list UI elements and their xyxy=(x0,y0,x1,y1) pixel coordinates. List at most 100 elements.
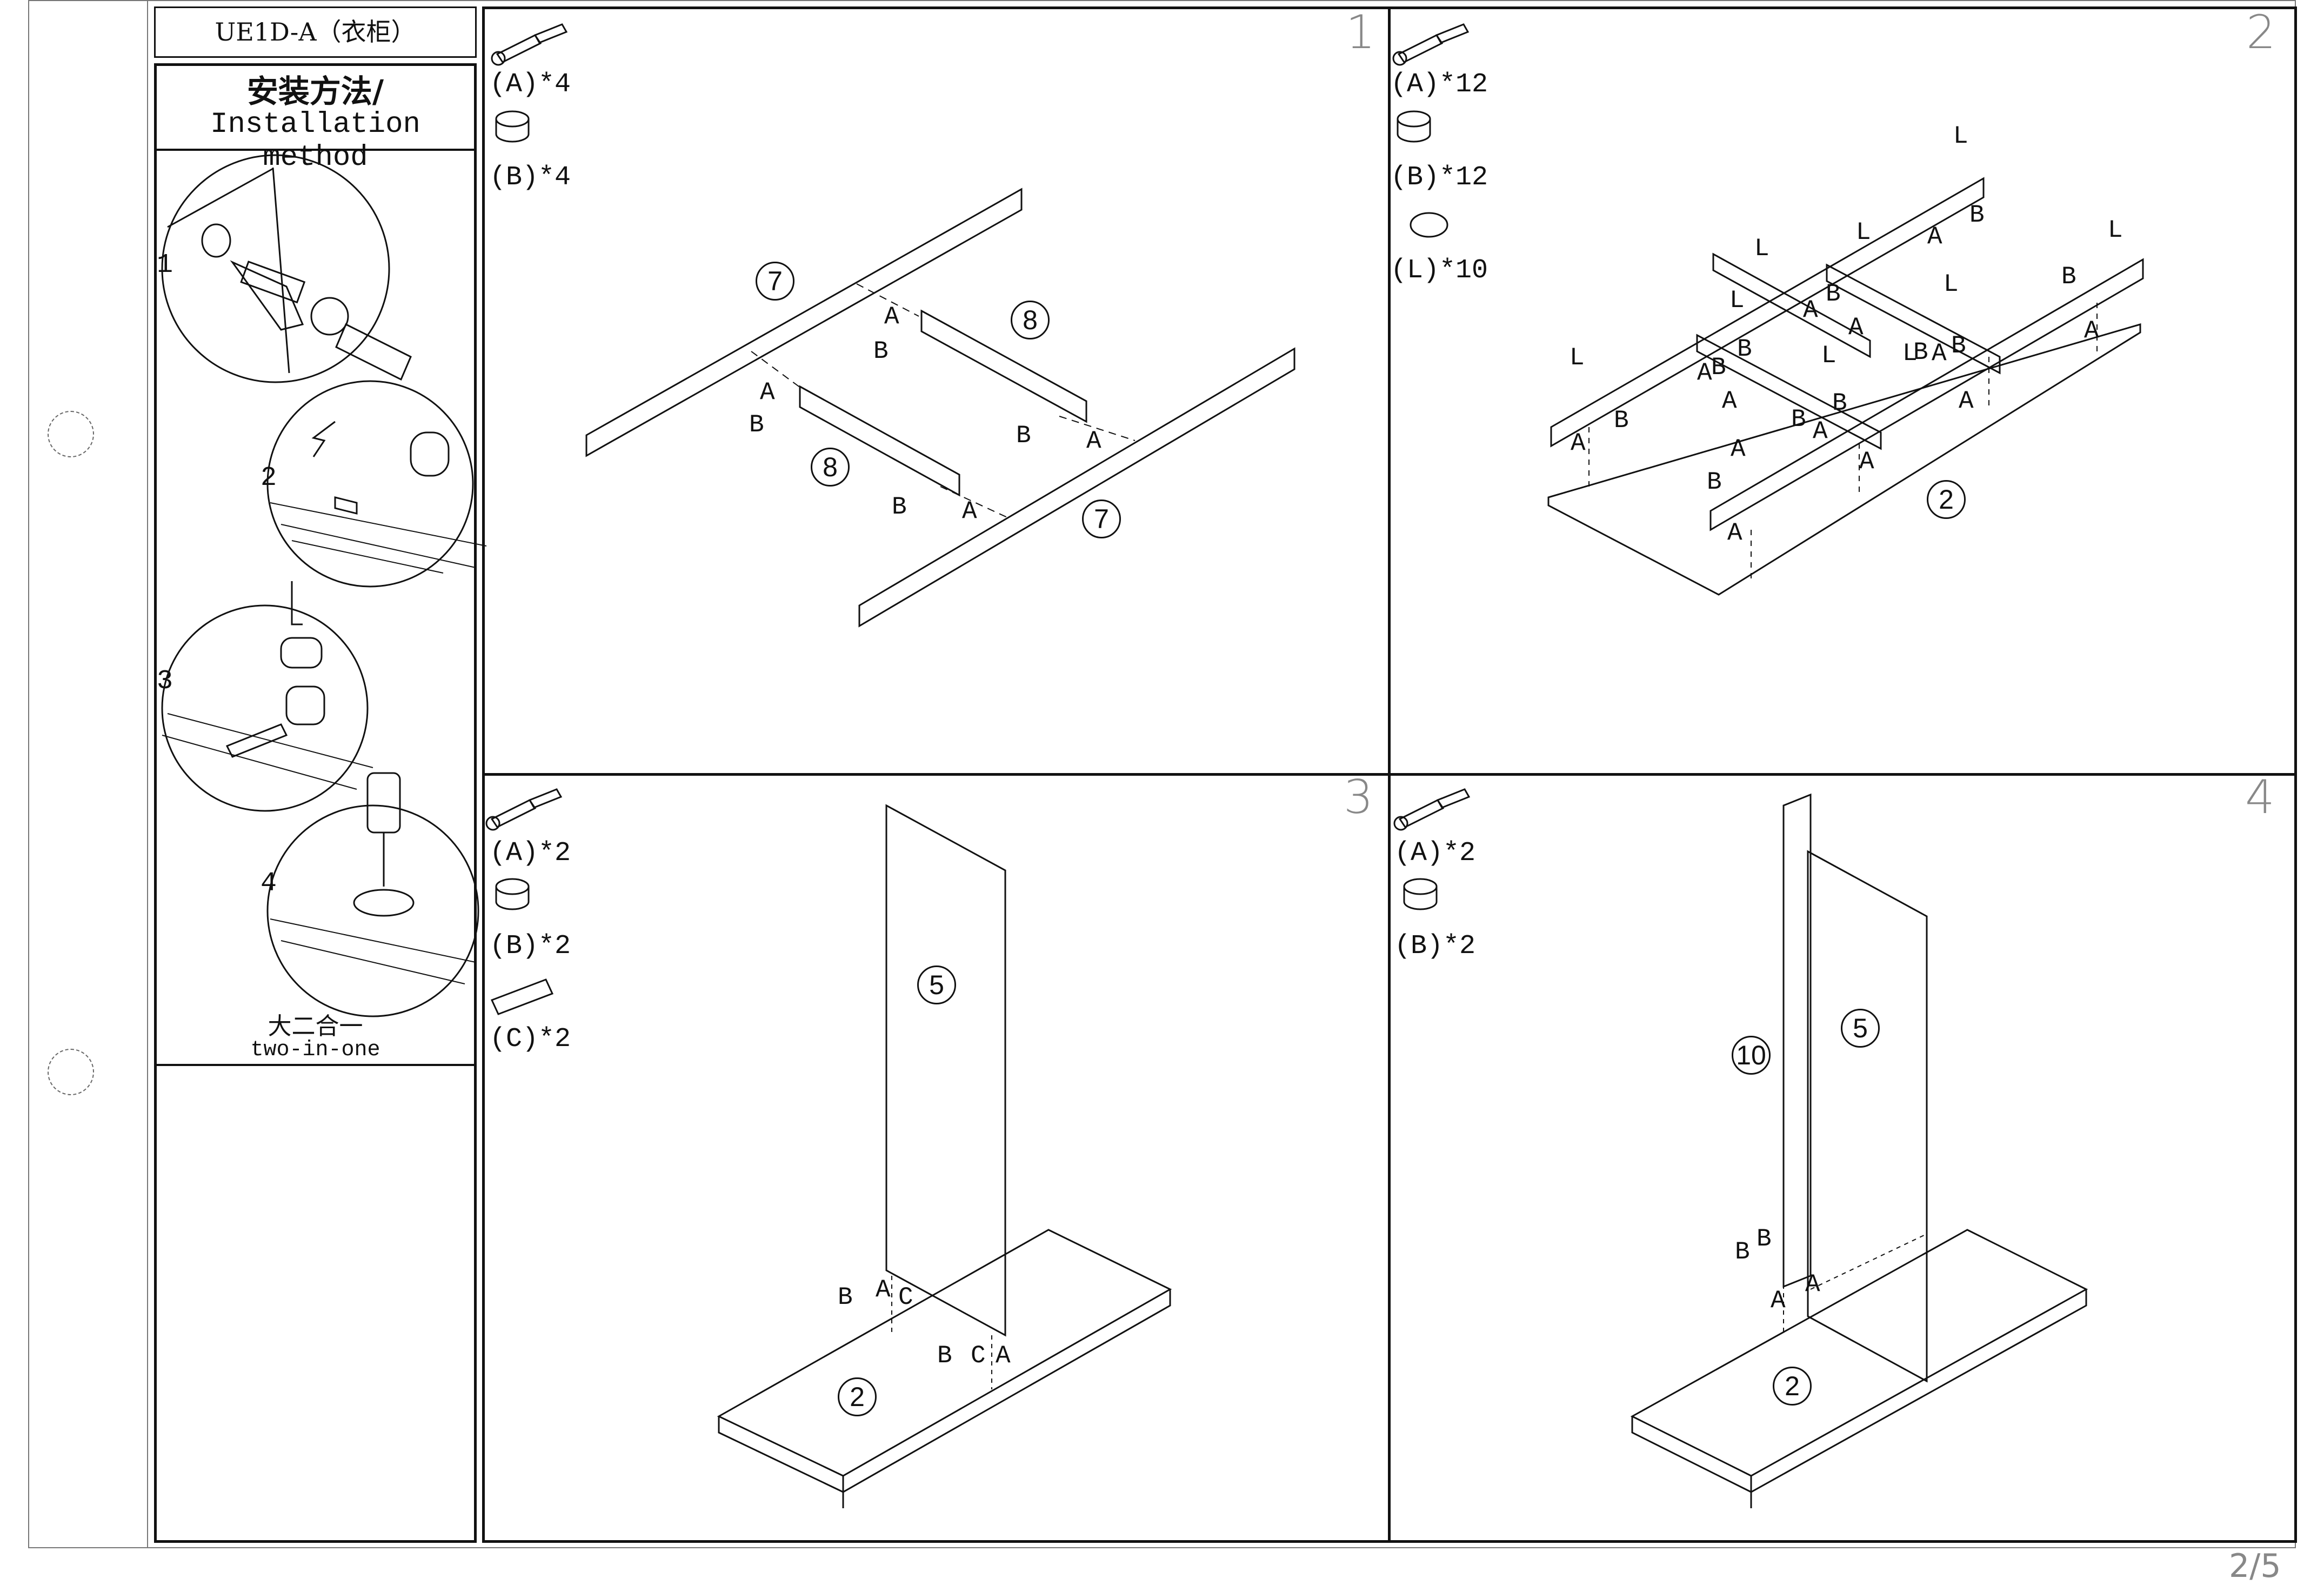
fitting-letter: L xyxy=(1570,344,1585,372)
fitting-letter: A xyxy=(1086,427,1101,455)
part-circle-2-p3: 2 xyxy=(838,1377,877,1416)
fitting-letter: B xyxy=(937,1342,952,1370)
panel-2-number: 2 xyxy=(2246,5,2276,59)
panel-1-part-b: (B)*4 xyxy=(490,162,571,193)
fitting-letter: A xyxy=(760,378,775,407)
fitting-letter: B xyxy=(1614,407,1629,435)
fitting-letter: C xyxy=(898,1283,913,1311)
fitting-letter: A xyxy=(1731,435,1746,463)
fitting-letter: L xyxy=(1729,287,1745,315)
fitting-letter: A xyxy=(1813,417,1828,445)
fitting-letter: B xyxy=(1969,201,1985,229)
panel-1-number: 1 xyxy=(1346,5,1375,59)
fitting-letter: B xyxy=(1913,338,1928,367)
cam-lock-icon xyxy=(1403,878,1438,910)
cam-lock-icon xyxy=(495,878,530,910)
panel-1-part-a: (A)*4 xyxy=(490,69,571,100)
fitting-letter: B xyxy=(749,411,764,439)
fitting-letter: A xyxy=(1805,1270,1820,1298)
part-circle-5-p4: 5 xyxy=(1841,1009,1880,1048)
sidebar-title-en: Installation method xyxy=(210,108,420,174)
fitting-letter: A xyxy=(1959,387,1974,415)
cam-lock-icon xyxy=(1397,110,1431,143)
fitting-letter: A xyxy=(1722,387,1737,415)
page-indicator: 2/5 xyxy=(2229,1547,2281,1585)
fitting-letter: B xyxy=(1757,1225,1772,1253)
panel-4-part-b: (B)*2 xyxy=(1394,931,1476,962)
fitting-letter: A xyxy=(876,1276,891,1304)
binder-hole-top xyxy=(48,411,94,457)
wood-dowel-icon xyxy=(490,978,554,1015)
fitting-letter: B xyxy=(892,493,907,521)
sidebar xyxy=(154,63,477,1543)
fitting-letter: L xyxy=(2108,216,2123,244)
panel-3-part-c: (C)*2 xyxy=(490,1024,571,1055)
part-circle-10-p4: 10 xyxy=(1732,1036,1771,1075)
part-circle-2-top: 2 xyxy=(1927,480,1966,519)
fitting-letter: A xyxy=(1927,223,1942,251)
fitting-letter: A xyxy=(1848,314,1864,342)
fitting-letter: B xyxy=(2061,263,2076,291)
cover-cap-icon xyxy=(1410,212,1448,238)
panel-2-part-l: (L)*10 xyxy=(1391,255,1488,286)
fitting-letter: L xyxy=(1821,342,1837,370)
part-circle-7a: 7 xyxy=(756,262,794,301)
fitting-letter: B xyxy=(1707,468,1722,496)
fitting-letter: L xyxy=(1856,218,1871,247)
sidebar-title-divider xyxy=(154,149,477,151)
sidebar-title-cn: 安装方法/ xyxy=(246,73,384,110)
fitting-letter: L xyxy=(1902,339,1918,368)
panel-2-part-a: (A)*12 xyxy=(1391,69,1488,100)
grid-horizontal-divider xyxy=(482,773,2297,776)
fitting-letter: A xyxy=(1859,448,1874,476)
fitting-letter: B xyxy=(1016,422,1031,450)
fitting-letter: L xyxy=(1944,270,1959,298)
fitting-letter: B xyxy=(838,1283,853,1311)
part-circle-7b: 7 xyxy=(1082,500,1121,538)
fitting-letter: A xyxy=(1727,519,1742,547)
fitting-letter: A xyxy=(1771,1287,1786,1315)
fitting-letter: B xyxy=(1735,1238,1750,1266)
fitting-letter: A xyxy=(1697,359,1712,387)
fitting-letter: A xyxy=(1803,296,1818,324)
fitting-letter: B xyxy=(1711,354,1726,382)
panel-3-number: 3 xyxy=(1344,770,1373,824)
fitting-letter: B xyxy=(1826,280,1841,308)
fitting-letter: A xyxy=(1571,429,1586,457)
part-circle-5-p3: 5 xyxy=(917,965,956,1004)
fitting-letter: A xyxy=(962,497,977,525)
fitting-letter: C xyxy=(971,1342,986,1370)
cam-bolt-icon xyxy=(1393,788,1471,831)
fitting-letter: A xyxy=(996,1342,1011,1370)
panel-4-number: 4 xyxy=(2245,770,2275,824)
fitting-letter: L xyxy=(1953,122,1968,150)
fitting-letter: B xyxy=(1737,335,1752,363)
fitting-letter: B xyxy=(1951,332,1966,360)
panel-3-part-b: (B)*2 xyxy=(490,931,571,962)
fitting-letter: A xyxy=(2084,317,2099,345)
model-title-box: UE1D-A（衣柜） xyxy=(154,6,477,58)
part-circle-8b: 8 xyxy=(811,448,850,487)
fitting-letter: A xyxy=(884,303,899,331)
panel-2-part-b: (B)*12 xyxy=(1391,162,1488,193)
margin-line xyxy=(147,0,148,1548)
fitting-letter: L xyxy=(1754,235,1769,263)
sidebar-step-3: 3 xyxy=(157,666,173,697)
binder-hole-bottom xyxy=(48,1049,94,1095)
fitting-letter: B xyxy=(873,337,889,365)
part-circle-2-p4: 2 xyxy=(1773,1367,1812,1406)
cam-bolt-icon xyxy=(491,23,568,66)
part-circle-8a: 8 xyxy=(1011,301,1050,339)
cam-lock-icon xyxy=(495,110,530,143)
cam-bolt-icon xyxy=(1392,23,1470,66)
sidebar-lower-divider xyxy=(154,1064,477,1066)
fitting-letter: A xyxy=(1932,339,1947,368)
sidebar-caption-cn: 大二合一 xyxy=(268,1013,363,1040)
fitting-letter: B xyxy=(1832,389,1847,417)
cam-bolt-icon xyxy=(485,788,563,831)
panel-3-part-a: (A)*2 xyxy=(490,838,571,869)
sidebar-caption-en: two-in-one xyxy=(250,1038,380,1062)
